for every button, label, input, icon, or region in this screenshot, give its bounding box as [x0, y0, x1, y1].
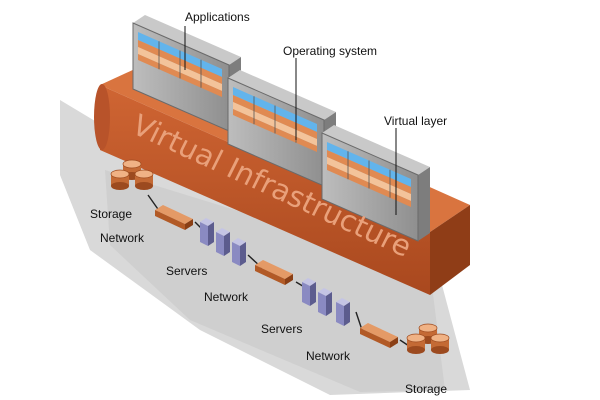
servers-label-1: Servers [166, 264, 208, 278]
server-tower-icon [318, 288, 332, 316]
operating-system-label: Operating system [283, 44, 378, 58]
network-label-3: Network [306, 349, 351, 363]
server-tower-icon [200, 218, 214, 246]
virtual-machine-icon [321, 125, 430, 242]
storage-drum-icon [110, 159, 154, 190]
network-label-2: Network [204, 290, 249, 304]
virtual-machine-icon [132, 15, 241, 132]
virtual-layer-label: Virtual layer [384, 114, 448, 128]
servers-label-2: Servers [261, 322, 303, 336]
network-label-1: Network [100, 231, 145, 245]
storage-label-bottom: Storage [405, 382, 448, 396]
network-switch-icon [155, 205, 193, 230]
cable-line [355, 311, 363, 331]
server-tower-icon [336, 298, 350, 326]
network-switch-icon [255, 260, 293, 285]
storage-label-top: Storage [90, 207, 133, 221]
server-tower-icon [216, 228, 230, 256]
applications-label: Applications [185, 10, 250, 24]
network-switch-icon [360, 323, 398, 348]
server-tower-icon [232, 238, 246, 266]
server-tower-icon [302, 278, 316, 306]
leader-lines [184, 26, 397, 215]
storage-drum-icon [406, 323, 450, 354]
